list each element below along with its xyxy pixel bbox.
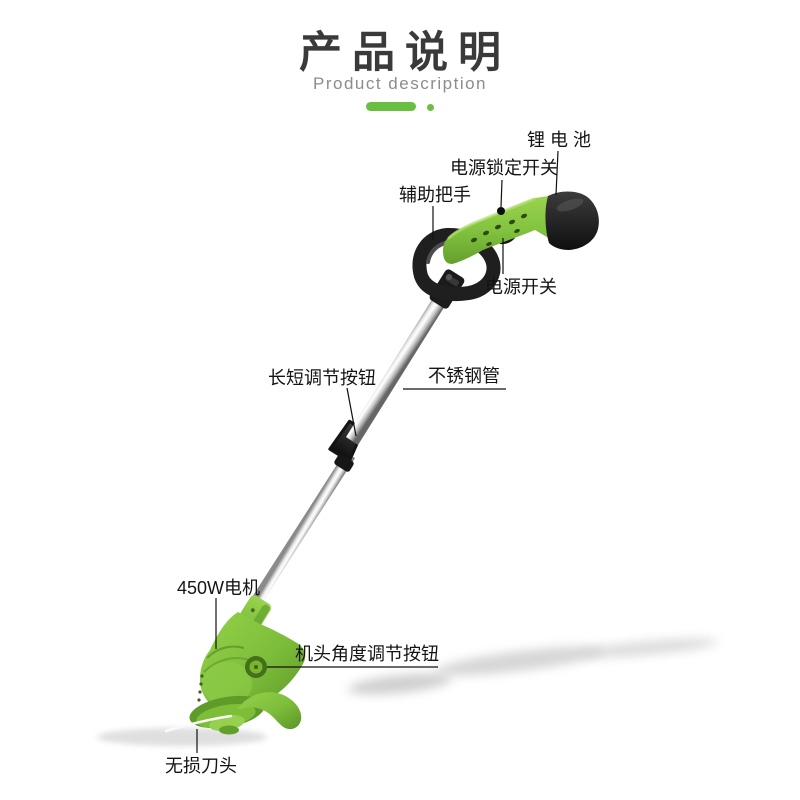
label-blade-head: 无损刀头 [165, 756, 237, 776]
label-length-adjust-button: 长短调节按钮 [268, 368, 376, 388]
head-angle-knob [245, 656, 267, 678]
page-title: 产品说明 [299, 29, 511, 77]
leader-length-adjust [346, 387, 357, 437]
accent-dot [427, 104, 434, 111]
cutting-line [164, 714, 233, 733]
label-head-angle-button: 机头角度调节按钮 [295, 644, 439, 664]
label-motor: 450W电机 [177, 578, 261, 598]
leader-lines [196, 150, 559, 753]
accent-bar [366, 102, 416, 111]
pole-upper [346, 285, 453, 445]
label-power-lock-switch: 电源锁定开关 [450, 158, 558, 178]
leader-battery [555, 150, 559, 196]
label-battery: 锂电池 [527, 130, 596, 150]
label-auxiliary-handle: 辅助把手 [399, 185, 471, 205]
battery-pack [545, 191, 599, 250]
label-stainless-tube: 不锈钢管 [428, 366, 500, 386]
grip-vents [470, 213, 528, 247]
pole-lower [238, 452, 355, 625]
grip [443, 196, 552, 264]
leader-power-lock [500, 179, 503, 208]
leader-power-lock-dot [497, 207, 505, 215]
label-power-switch: 电源开关 [485, 277, 557, 297]
blade-guard [237, 692, 302, 730]
motor-head [164, 595, 306, 735]
page-subtitle: Product description [312, 74, 488, 93]
